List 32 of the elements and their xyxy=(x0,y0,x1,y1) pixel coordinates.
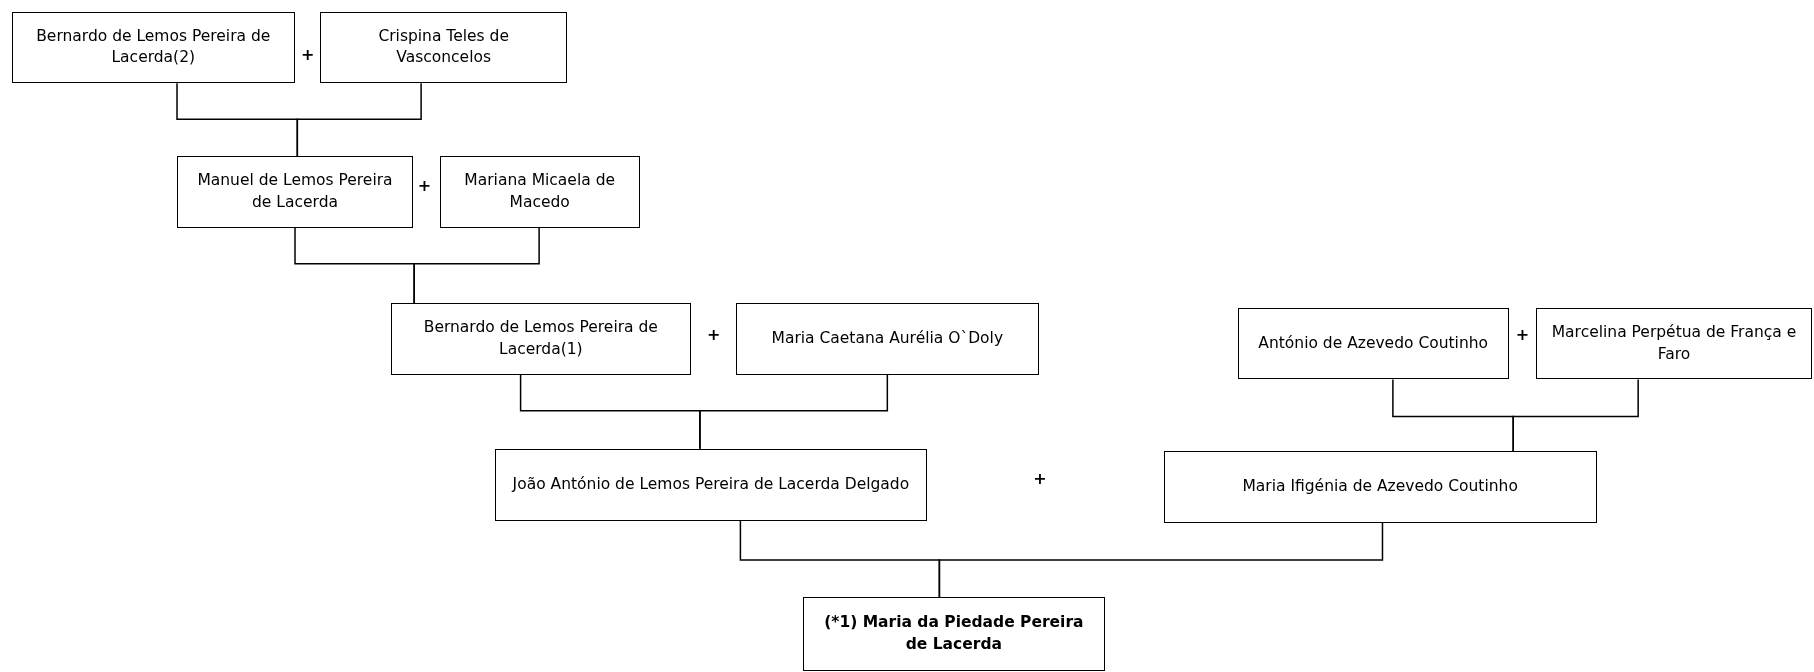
person-box xyxy=(391,303,691,375)
person-box xyxy=(1237,307,1509,380)
connector-line xyxy=(413,227,540,304)
connector-line xyxy=(1512,378,1639,452)
person-box xyxy=(177,156,413,228)
person-box xyxy=(320,11,567,84)
marriage-sign: + xyxy=(707,324,721,344)
person-box xyxy=(1163,451,1597,523)
marriage-sign: + xyxy=(417,175,432,195)
person-name: Bernardo de Lemos Pereira de Lacerda(1) xyxy=(422,317,659,360)
marriage-sign: + xyxy=(301,44,315,64)
connector-line xyxy=(938,522,1384,598)
person-name: Maria Ifigénia de Azevedo Coutinho xyxy=(1241,476,1519,498)
person-box xyxy=(439,156,640,228)
person-name: Marcelina Perpétua de França e Faro xyxy=(1550,321,1798,365)
person-box xyxy=(11,11,295,84)
person-name: (*1) Maria da Piedade Pereira de Lacerda xyxy=(823,612,1085,655)
marriage-sign: + xyxy=(1515,324,1530,344)
person-name: João António de Lemos Pereira de Lacerda Delgado xyxy=(510,473,911,495)
connector-line xyxy=(296,82,422,157)
person-name: António de Azevedo Coutinho xyxy=(1257,332,1490,354)
person-box xyxy=(735,303,1039,375)
person-box xyxy=(1536,307,1812,380)
person-name: Bernardo de Lemos Pereira de Lacerda(2) xyxy=(35,25,272,69)
marriage-sign: + xyxy=(1033,468,1047,488)
person-box xyxy=(495,448,927,521)
person-name: Mariana Micaela de Macedo xyxy=(463,170,616,214)
person-name: Manuel de Lemos Pereira de Lacerda xyxy=(196,170,394,214)
person-box xyxy=(802,596,1105,671)
connector-line xyxy=(699,374,889,450)
person-name: Crispina Teles de Vasconcelos xyxy=(377,25,510,69)
person-name: Maria Caetana Aurélia O`Doly xyxy=(770,328,1005,350)
